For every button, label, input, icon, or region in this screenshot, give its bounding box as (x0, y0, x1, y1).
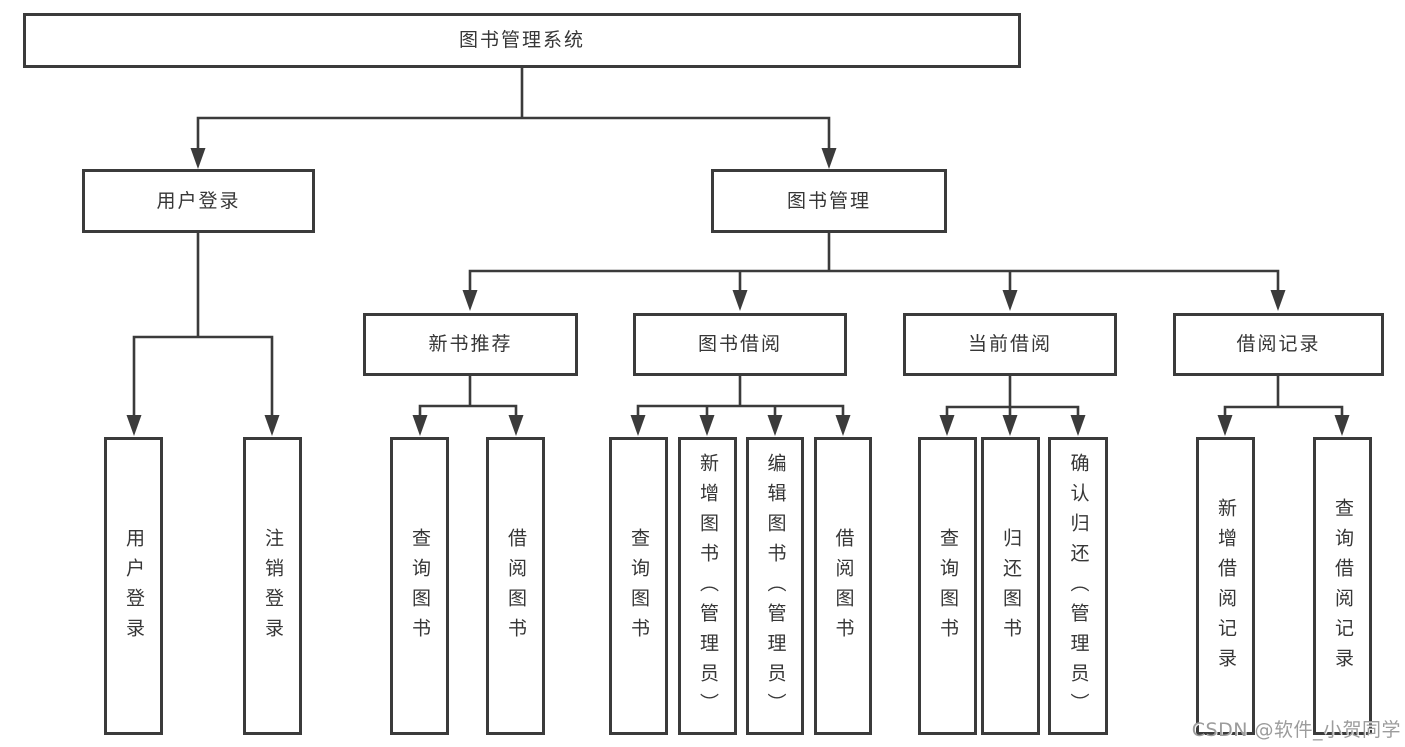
leaf-records-query-record: 查询借阅记录 (1313, 437, 1372, 735)
leaf-borrow-edit-book-admin: 编辑图书（管理员） (746, 437, 804, 735)
leaf-logout: 注销登录 (243, 437, 302, 735)
leaf-current-query-book: 查询图书 (918, 437, 977, 735)
arrow-down-icon (1334, 415, 1350, 436)
leaf-recommend-query-book: 查询图书 (390, 437, 449, 735)
arrow-down-icon (939, 415, 955, 436)
arrow-down-icon (835, 415, 851, 436)
node-root: 图书管理系统 (23, 13, 1021, 68)
arrow-down-icon (630, 415, 646, 436)
leaf-records-add-record: 新增借阅记录 (1196, 437, 1255, 735)
arrow-down-icon (1270, 290, 1286, 311)
leaf-current-confirm-return-admin: 确认归还（管理员） (1048, 437, 1108, 735)
node-book-borrow: 图书借阅 (633, 313, 847, 376)
leaf-recommend-borrow-book: 借阅图书 (486, 437, 545, 735)
leaf-current-return-book: 归还图书 (981, 437, 1040, 735)
leaf-borrow-add-book-admin: 新增图书（管理员） (678, 437, 737, 735)
arrow-down-icon (1002, 415, 1018, 436)
node-current-borrow: 当前借阅 (903, 313, 1117, 376)
leaf-user-login: 用户登录 (104, 437, 163, 735)
arrow-down-icon (821, 148, 837, 169)
csdn-watermark: CSDN @软件_小贺同学 (1191, 719, 1401, 741)
arrow-down-icon (699, 415, 715, 436)
leaf-borrow-query-book: 查询图书 (609, 437, 668, 735)
arrow-down-icon (1002, 290, 1018, 311)
arrow-down-icon (732, 290, 748, 311)
arrow-down-icon (412, 415, 428, 436)
node-borrow-records: 借阅记录 (1173, 313, 1384, 376)
arrow-down-icon (1217, 415, 1233, 436)
node-user-login: 用户登录 (82, 169, 315, 233)
leaf-borrow-borrow-book: 借阅图书 (814, 437, 872, 735)
arrow-down-icon (126, 415, 142, 436)
arrow-down-icon (462, 290, 478, 311)
node-new-book-recommend: 新书推荐 (363, 313, 578, 376)
arrow-down-icon (264, 415, 280, 436)
arrow-down-icon (508, 415, 524, 436)
arrow-down-icon (190, 148, 206, 169)
node-book-management: 图书管理 (711, 169, 947, 233)
arrow-down-icon (767, 415, 783, 436)
arrow-down-icon (1070, 415, 1086, 436)
